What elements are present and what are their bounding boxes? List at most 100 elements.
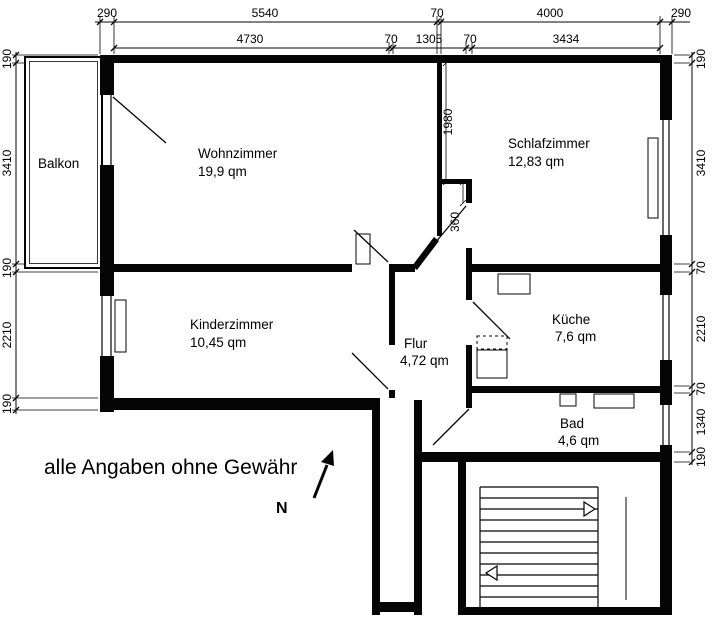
stair-direction-arrow-lower xyxy=(484,564,498,582)
walls xyxy=(100,55,672,615)
staircase xyxy=(479,486,627,607)
dim-label: 70 xyxy=(384,32,398,46)
dim-inner-wall-1980 xyxy=(442,59,450,186)
wall-jog xyxy=(437,179,472,184)
dim-label: 70 xyxy=(694,261,708,275)
room-area-kueche: 7,6 qm xyxy=(555,329,596,344)
wall-stairwell-bottom xyxy=(458,607,672,615)
bedroom-radiator xyxy=(647,137,659,219)
kitchen-door-swing xyxy=(472,301,511,340)
dim-label-inner-jamb: 360 xyxy=(448,212,462,232)
dim-ticks-top-inner xyxy=(110,44,664,52)
dim-label: 3434 xyxy=(553,32,580,46)
wall-corridor-right xyxy=(414,400,422,615)
witness-lines-left xyxy=(12,54,98,411)
dim-label: 1340 xyxy=(694,408,708,435)
door-swings xyxy=(112,96,511,446)
wall-right-lower xyxy=(660,445,672,615)
room-area-flur: 4,72 qm xyxy=(400,353,449,368)
wall-childroom-right-stub xyxy=(389,390,395,398)
room-label-schlafzimmer: Schlafzimmer xyxy=(508,136,590,151)
kitchen-dashed-unit xyxy=(476,335,508,350)
dim-label: 3410 xyxy=(0,149,14,176)
dim-label: 290 xyxy=(671,6,691,20)
balcony-door-swing xyxy=(112,96,167,144)
childroom-door-swing xyxy=(351,352,389,390)
wall-stairwell-left xyxy=(458,462,466,615)
dim-label: 70 xyxy=(430,6,444,20)
dim-label: 2210 xyxy=(0,321,14,348)
room-area-wohnzimmer: 19,9 qm xyxy=(198,164,247,179)
dim-label: 2210 xyxy=(694,315,708,342)
dim-label: 290 xyxy=(97,6,117,20)
north-label: N xyxy=(276,500,288,517)
north-arrow xyxy=(312,450,334,499)
balcony-inner-rail xyxy=(29,61,98,264)
dim-labels-top-inner: 4730 70 1305 70 3434 xyxy=(237,32,580,46)
room-label-kinderzimmer: Kinderzimmer xyxy=(190,317,274,332)
wall-kitchen-bath-divider xyxy=(466,386,672,393)
wall-corridor-cap xyxy=(372,602,422,612)
childroom-window xyxy=(101,296,112,356)
north-arrow-shaft xyxy=(312,464,329,499)
kitchen-counter xyxy=(497,273,531,295)
room-label-kueche: Küche xyxy=(552,312,590,327)
bath-sink xyxy=(593,393,635,409)
dim-label: 190 xyxy=(0,49,14,69)
room-area-bad: 4,6 qm xyxy=(558,433,599,448)
witness-lines-right xyxy=(674,54,690,463)
bath-door-swing xyxy=(432,408,470,446)
room-area-kinderzimmer: 10,45 qm xyxy=(190,335,246,350)
balcony-outline xyxy=(24,56,103,269)
bedroom-door-swing xyxy=(434,205,467,244)
room-label-wohnzimmer: Wohnzimmer xyxy=(198,146,278,161)
wall-hall-east-lower xyxy=(466,345,472,393)
wall-bedroom-door-jamb xyxy=(466,179,472,203)
wall-corridor-left xyxy=(372,398,380,615)
wall-right-mid2 xyxy=(660,360,672,405)
wall-bath-bottom xyxy=(414,452,672,462)
kitchen-window xyxy=(662,295,670,360)
bath-window xyxy=(662,405,670,445)
wall-bath-door-jamb xyxy=(466,393,472,408)
dim-label: 190 xyxy=(0,394,14,414)
wall-living-bedroom-divider xyxy=(437,63,442,236)
fixtures xyxy=(114,137,659,409)
dim-labels-top-overall: 290 5540 70 4000 290 xyxy=(97,6,691,20)
balcony-outer-rail xyxy=(24,56,103,269)
bedroom-window xyxy=(662,120,670,235)
room-area-schlafzimmer: 12,83 qm xyxy=(508,154,564,169)
dim-labels-left: 190 3410 190 2210 190 xyxy=(0,49,14,414)
wall-hall-east-upper xyxy=(466,248,472,300)
stair-direction-arrow-upper xyxy=(583,500,597,518)
dim-label: 190 xyxy=(0,258,14,278)
dim-label: 190 xyxy=(694,49,708,69)
dim-labels-right: 190 3410 70 2210 70 1340 190 xyxy=(694,49,708,467)
wall-childroom-right-upper xyxy=(389,272,395,345)
childroom-radiator xyxy=(114,299,127,353)
dimension-lines xyxy=(12,16,696,466)
dim-inner-jamb-360 xyxy=(459,178,467,207)
room-label-balkon: Balkon xyxy=(38,156,79,171)
livingroom-duct xyxy=(355,233,371,265)
dim-label: 1305 xyxy=(416,32,443,46)
dim-ticks-right xyxy=(688,51,696,466)
dim-label: 190 xyxy=(694,447,708,467)
dim-ticks-left xyxy=(12,51,20,414)
wall-left-middle xyxy=(100,165,114,296)
dim-ticks-top-overall xyxy=(96,18,676,26)
wall-mid-livingroom xyxy=(100,264,352,272)
wall-mid-stub xyxy=(389,264,415,272)
wall-left-upper xyxy=(100,55,114,95)
balcony-door-window xyxy=(101,95,112,165)
room-label-bad: Bad xyxy=(560,416,584,431)
dim-label: 4000 xyxy=(537,6,564,20)
wall-right-upper xyxy=(660,55,672,120)
windows xyxy=(101,95,670,445)
dim-label: 4730 xyxy=(237,32,264,46)
wall-bedroom-kitchen-divider xyxy=(466,264,672,272)
dim-label: 5540 xyxy=(252,6,279,20)
bath-fixture xyxy=(559,393,577,407)
